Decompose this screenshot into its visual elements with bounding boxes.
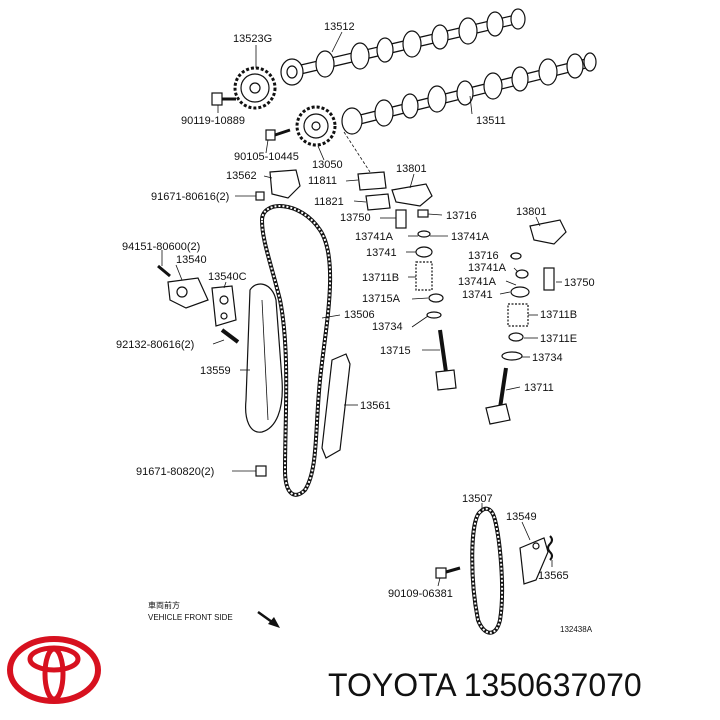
lash-adjuster-right xyxy=(543,267,555,291)
bolt-90105 xyxy=(265,128,291,141)
label-13801-right: 13801 xyxy=(516,206,547,218)
chain-guide-bracket xyxy=(255,169,301,201)
valve-right-parts xyxy=(485,252,530,425)
camshaft-lower xyxy=(341,52,597,135)
label-13741A-4: 13741A xyxy=(458,276,497,288)
lash-adjuster-left xyxy=(395,209,407,229)
part-labels: 13523G 13512 90119-10889 13511 90105-104… xyxy=(116,21,595,634)
bolt-90119 xyxy=(211,92,236,106)
label-13711E: 13711E xyxy=(540,333,577,345)
label-94151-80600: 94151-80600(2) xyxy=(122,241,200,253)
chain-damper xyxy=(321,353,351,459)
label-13801-left: 13801 xyxy=(396,163,427,175)
vehicle-front-label-jp: 車両前方 xyxy=(148,600,180,610)
label-13741-left: 13741 xyxy=(366,247,397,259)
label-13715A: 13715A xyxy=(362,293,401,305)
timing-chain xyxy=(259,204,333,497)
label-13559: 13559 xyxy=(200,365,231,377)
label-13562: 13562 xyxy=(226,170,257,182)
label-13507: 13507 xyxy=(462,493,493,505)
label-13716-left: 13716 xyxy=(446,210,477,222)
label-13511: 13511 xyxy=(476,115,506,127)
vehicle-front-label: VEHICLE FRONT SIDE xyxy=(148,613,233,622)
vvt-gear xyxy=(295,105,337,147)
label-13711B-left: 13711B xyxy=(362,272,399,284)
label-13741A-1: 13741A xyxy=(355,231,394,243)
tensioner-gasket xyxy=(211,285,237,327)
label-13561: 13561 xyxy=(360,400,391,412)
label-13050: 13050 xyxy=(312,159,343,171)
bolt-92132 xyxy=(220,328,240,344)
label-13540: 13540 xyxy=(176,254,207,266)
rocker-arm-left xyxy=(391,183,433,207)
label-13750-right: 13750 xyxy=(564,277,595,289)
tensioner-spring xyxy=(547,535,553,561)
camshaft-upper xyxy=(280,8,526,86)
camshaft-sprocket xyxy=(233,66,277,110)
chain-tensioner-slipper xyxy=(245,283,283,433)
label-13734-right: 13734 xyxy=(532,352,563,364)
label-13523G: 13523G xyxy=(233,33,272,45)
oil-pump-tensioner-lever xyxy=(519,537,549,585)
bearing-cap-11821 xyxy=(365,193,391,211)
label-90105-10445: 90105-10445 xyxy=(234,151,299,163)
label-91671-80820: 91671-80820(2) xyxy=(136,466,214,478)
label-90119-10889: 90119-10889 xyxy=(181,115,245,127)
bearing-cap-11811 xyxy=(357,171,387,191)
label-13512: 13512 xyxy=(324,21,355,33)
bolt-91671-lower xyxy=(255,465,267,477)
label-90109-06381: 90109-06381 xyxy=(388,588,453,600)
label-13565: 13565 xyxy=(538,570,569,582)
chain-tensioner xyxy=(157,264,209,309)
label-13506: 13506 xyxy=(344,309,375,321)
label-13741-right: 13741 xyxy=(462,289,493,301)
label-11811: 11811 xyxy=(308,175,337,187)
label-13750-left: 13750 xyxy=(340,212,371,224)
leader-lines xyxy=(161,31,562,587)
label-13741A-2: 13741A xyxy=(451,231,490,243)
label-11821: 11821 xyxy=(314,196,344,208)
rocker-arm-right xyxy=(529,219,567,245)
label-13716-right: 13716 xyxy=(468,250,499,262)
label-13549: 13549 xyxy=(506,511,537,523)
brand-part-number: TOYOTA 1350637070 xyxy=(328,667,642,703)
label-13715: 13715 xyxy=(380,345,411,357)
oil-pump-chain xyxy=(470,506,505,635)
label-13711: 13711 xyxy=(524,382,554,394)
label-92132-80616: 92132-80616(2) xyxy=(116,339,194,351)
label-13734-left: 13734 xyxy=(372,321,403,333)
valve-left-parts xyxy=(415,209,457,391)
figure-code: 132438A xyxy=(560,625,593,634)
label-91671-80616: 91671-80616(2) xyxy=(151,191,229,203)
label-13711B-right: 13711B xyxy=(540,309,577,321)
front-direction-arrow-icon xyxy=(257,610,280,628)
label-13741A-3: 13741A xyxy=(468,262,507,274)
toyota-logo-icon xyxy=(7,636,101,704)
label-13540C: 13540C xyxy=(208,271,247,283)
bolt-90109 xyxy=(435,566,461,579)
parts-diagram: 13523G 13512 90119-10889 13511 90105-104… xyxy=(116,8,597,635)
